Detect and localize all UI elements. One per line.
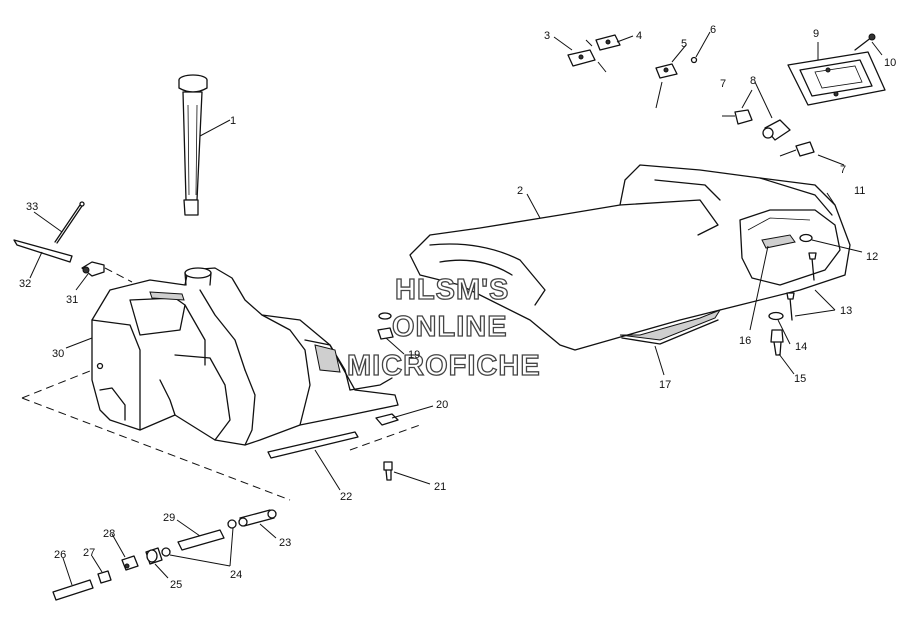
callout-28: 28 bbox=[103, 528, 115, 540]
watermark-line-1: HLSM'S bbox=[395, 274, 509, 306]
callout-6: 6 bbox=[710, 24, 716, 36]
callout-4: 4 bbox=[636, 30, 642, 42]
callout-10: 10 bbox=[884, 57, 896, 69]
watermark-line-3: MICROFICHE bbox=[347, 350, 541, 382]
callout-2: 2 bbox=[517, 185, 523, 197]
watermark-line-2: ONLINE bbox=[392, 311, 508, 343]
callout-5: 5 bbox=[681, 38, 687, 50]
taillight-hardware bbox=[567, 33, 886, 157]
fuel-gauge-sender bbox=[178, 74, 208, 216]
callout-12: 12 bbox=[866, 251, 878, 263]
callout-20: 20 bbox=[436, 399, 448, 411]
callout-9: 9 bbox=[813, 28, 819, 40]
tank-mount-hardware bbox=[267, 312, 399, 481]
callout-15: 15 bbox=[794, 373, 806, 385]
callout-3: 3 bbox=[544, 30, 550, 42]
callout-27: 27 bbox=[83, 547, 95, 559]
callout-22: 22 bbox=[340, 491, 352, 503]
callout-29: 29 bbox=[163, 512, 175, 524]
callout-7-lower: 7 bbox=[840, 164, 846, 176]
callout-31: 31 bbox=[66, 294, 78, 306]
callout-14: 14 bbox=[795, 341, 807, 353]
callout-17: 17 bbox=[659, 379, 671, 391]
callout-26: 26 bbox=[54, 549, 66, 561]
callout-21: 21 bbox=[434, 481, 446, 493]
callout-labels: 1 2 3 4 5 6 7 7 8 9 10 11 12 13 14 15 16… bbox=[19, 24, 896, 591]
watermark: HLSM'S ONLINE MICROFICHE bbox=[346, 273, 541, 382]
callout-33: 33 bbox=[26, 201, 38, 213]
callout-11: 11 bbox=[854, 185, 865, 197]
callout-1: 1 bbox=[230, 115, 236, 127]
callout-23: 23 bbox=[279, 537, 291, 549]
callout-19: 19 bbox=[408, 349, 420, 361]
callout-7-upper: 7 bbox=[720, 78, 726, 90]
callout-24: 24 bbox=[230, 569, 242, 581]
callout-25: 25 bbox=[170, 579, 182, 591]
callout-13: 13 bbox=[840, 305, 852, 317]
vent-hose-group bbox=[13, 201, 133, 283]
callout-32: 32 bbox=[19, 278, 31, 290]
seat bbox=[409, 164, 851, 351]
seat-fasteners bbox=[768, 252, 817, 356]
leader-lines bbox=[29, 31, 883, 586]
callout-16: 16 bbox=[739, 335, 751, 347]
callout-30: 30 bbox=[52, 348, 64, 360]
callout-8: 8 bbox=[750, 75, 756, 87]
fuel-tank bbox=[21, 267, 421, 501]
fuel-line-fittings bbox=[52, 509, 277, 601]
